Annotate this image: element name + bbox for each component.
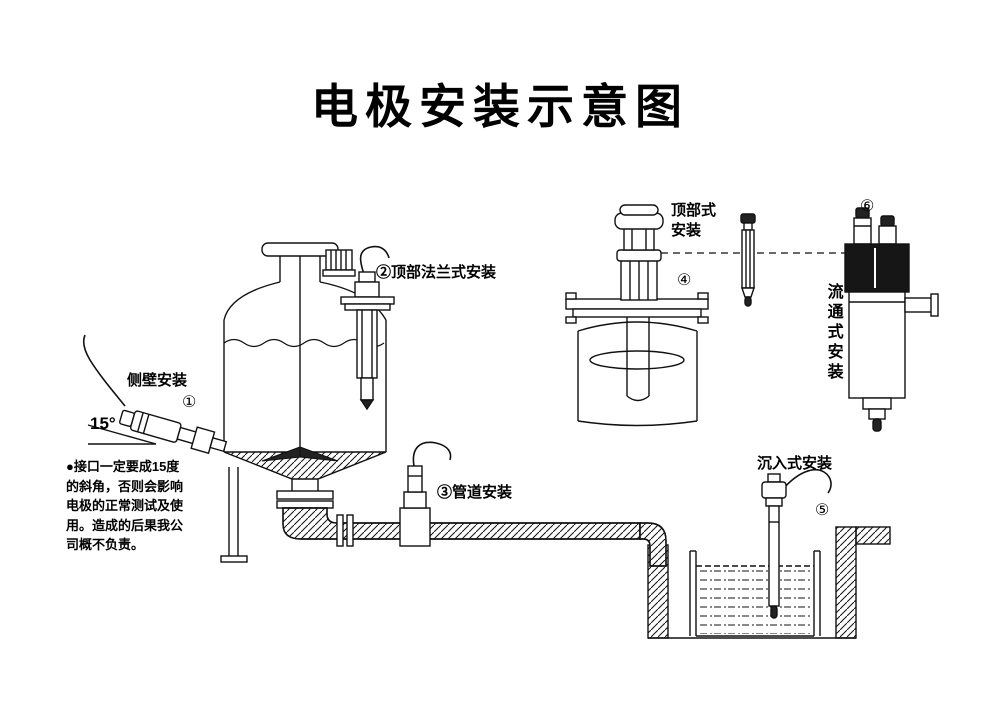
cell-head bbox=[844, 243, 910, 293]
top-mount-vessel bbox=[565, 204, 709, 427]
pipeline-electrode bbox=[399, 441, 452, 547]
callout-4: ④ bbox=[677, 272, 692, 289]
note-warning-text: ●接口一定要成15度 的斜角，否则会影响 电极的正常测试及使 用。造成的后果我公… bbox=[66, 459, 184, 552]
pipe-down-elbow bbox=[639, 522, 667, 567]
cable bbox=[782, 468, 832, 494]
tank-plug bbox=[322, 249, 356, 277]
electrode-holder-assembly bbox=[614, 204, 664, 301]
angle-indicator bbox=[87, 424, 157, 445]
callout-6: ⑥ bbox=[860, 198, 875, 215]
submerged-electrode bbox=[761, 468, 832, 619]
ground-strip bbox=[855, 526, 891, 545]
cable bbox=[82, 334, 126, 407]
side-wall-electrode bbox=[82, 334, 228, 455]
pit-right-wall bbox=[835, 526, 857, 639]
cable bbox=[412, 441, 452, 467]
page-title: 电极安装示意图 bbox=[311, 82, 689, 134]
label-top-mount-install: 顶部式 安装 bbox=[671, 202, 717, 240]
top-flange-electrode bbox=[340, 245, 395, 411]
electrode-probe bbox=[740, 213, 756, 307]
label-submerged-install: 沉入式安装 bbox=[757, 455, 833, 472]
tank-leg bbox=[220, 467, 248, 563]
cell-outlet bbox=[904, 297, 934, 313]
reaction-tank bbox=[220, 242, 387, 563]
pit bbox=[647, 526, 891, 639]
label-top-flange-install: ②顶部法兰式安装 bbox=[376, 264, 497, 281]
cable bbox=[359, 245, 390, 281]
label-pipeline-install: ③管道安装 bbox=[437, 484, 513, 501]
label-15-degrees: 15° bbox=[90, 414, 116, 433]
flow-cell bbox=[844, 207, 939, 432]
callout-5: ⑤ bbox=[815, 502, 830, 519]
water bbox=[698, 566, 812, 634]
cell-body bbox=[848, 291, 906, 399]
callout-1: ① bbox=[182, 394, 197, 411]
label-flow-through-install: 流通式安装 bbox=[824, 283, 842, 383]
label-side-wall-install: 侧壁安装 bbox=[127, 372, 188, 389]
